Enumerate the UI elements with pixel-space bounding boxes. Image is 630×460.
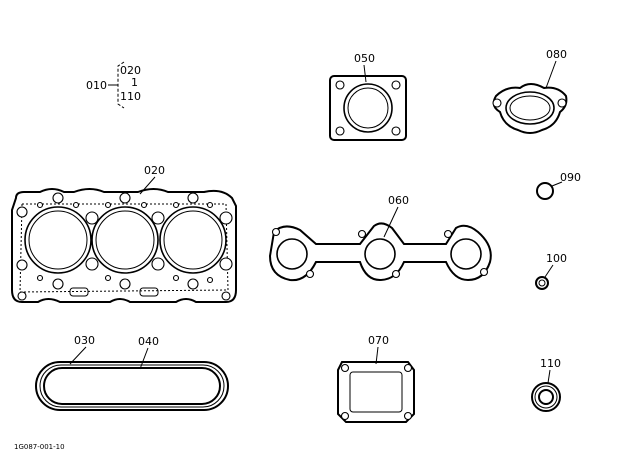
part-label-080: 080: [546, 48, 567, 61]
callout-090: 090: [551, 171, 581, 187]
kit-range-start: 020: [120, 64, 141, 77]
kit-range-sep: 1: [131, 76, 138, 89]
part-060-manifold-gasket[interactable]: [268, 222, 492, 282]
part-020-head-gasket[interactable]: [11, 188, 237, 303]
callout-020: 020: [139, 164, 165, 195]
part-070-flange-gasket[interactable]: [337, 361, 415, 423]
kit-range-end: 110: [120, 90, 141, 103]
part-label-110: 110: [540, 357, 561, 370]
part-label-020: 020: [144, 164, 165, 177]
kit-parent-label: 010: [86, 79, 107, 92]
part-label-070: 070: [368, 334, 389, 347]
callout-080: 080: [545, 48, 567, 89]
callout-070: 070: [368, 334, 389, 365]
callout-100: 100: [544, 252, 567, 278]
part-label-060: 060: [388, 194, 409, 207]
part-label-100: 100: [546, 252, 567, 265]
part-030-040-seal-loop[interactable]: [35, 361, 229, 411]
part-label-090: 090: [560, 171, 581, 184]
document-code: 1G087-001-10: [14, 443, 65, 451]
kit-callout: 010 020 1 110: [86, 61, 141, 109]
callout-040: 040: [138, 335, 159, 370]
part-080-outlet-gasket[interactable]: [492, 83, 568, 134]
part-label-030: 030: [74, 334, 95, 347]
callout-030: 030: [69, 334, 95, 365]
part-label-040: 040: [138, 335, 159, 348]
part-label-050: 050: [354, 52, 375, 65]
part-090-o-ring[interactable]: [536, 182, 554, 200]
callout-060: 060: [383, 194, 409, 238]
callout-110: 110: [540, 357, 561, 384]
callout-050: 050: [354, 52, 375, 83]
part-110-oil-seal[interactable]: [531, 382, 561, 412]
part-100-washer[interactable]: [535, 276, 549, 290]
part-050-square-gasket[interactable]: [329, 75, 407, 141]
